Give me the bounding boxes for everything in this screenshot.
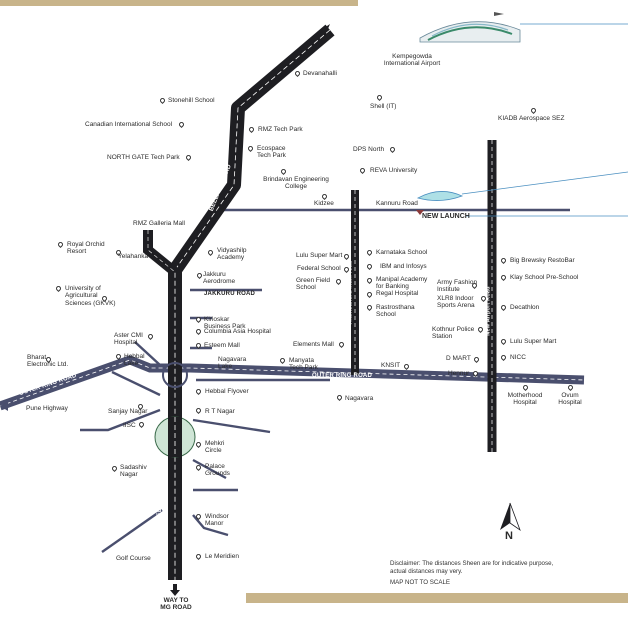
place-canadian: Canadian International School xyxy=(85,121,173,128)
place-nagavara-lake: Nagavara Lake xyxy=(218,356,247,371)
place-klay: Klay School Pre-School xyxy=(510,274,579,281)
place-green-field: Green Field School xyxy=(296,277,330,292)
place-dps-north: DPS North xyxy=(353,146,385,153)
place-iisc: IISC xyxy=(123,422,136,429)
place-airport: Kempegowda International Airport xyxy=(383,53,441,68)
place-stonehill: Stonehill School xyxy=(168,97,215,104)
new-launch-callout xyxy=(416,171,628,217)
bellary-road xyxy=(143,24,335,580)
place-xlr8: XLR8 Indoor Sports Arena xyxy=(437,295,475,310)
place-ibm: IBM and Infosys xyxy=(380,263,427,270)
place-elements: Elements Mall xyxy=(293,341,334,348)
place-regal: Regal Hospital xyxy=(376,290,419,297)
place-d-mart: D MART xyxy=(446,355,471,362)
place-rmz-tech-park: RMZ Tech Park xyxy=(258,126,303,133)
place-nagavara: Nagavara xyxy=(345,395,374,402)
place-kirloskar: Kirloskar Business Park xyxy=(204,316,246,331)
road-label-new-airport: New Airport Road xyxy=(485,286,492,336)
place-le-meridien: Le Meridien xyxy=(205,553,239,560)
place-karnataka-school: Karnataka School xyxy=(376,249,428,256)
place-motherhood: Motherhood Hospital xyxy=(507,392,543,407)
place-north-gate: NORTH GATE Tech Park xyxy=(107,154,180,161)
airport-illustration xyxy=(419,12,628,43)
place-esteem: Esteem Mall xyxy=(204,342,240,349)
place-federal: Federal School xyxy=(297,265,341,272)
place-ecospace: Ecospace Tech Park xyxy=(257,145,286,160)
compass-icon xyxy=(500,502,521,532)
scale-note: MAP NOT TO SCALE xyxy=(390,579,451,586)
road-label-jakkuru: JAKKURU ROAD xyxy=(204,291,256,297)
way-to-mg-road: WAY TO MG ROAD xyxy=(160,597,192,612)
place-lulu-2: Lulu Super Mart xyxy=(510,338,557,345)
mg-road-arrow xyxy=(170,584,180,596)
place-reva: REVA University xyxy=(370,167,418,174)
place-knsit: KNSIT xyxy=(381,362,401,369)
place-pune-highway: Pune Highway xyxy=(26,405,68,412)
new-launch-label: NEW LAUNCH xyxy=(422,213,470,220)
place-army-fashion: Army Fashion Institute xyxy=(437,279,478,294)
place-nicc: NICC xyxy=(510,354,526,361)
place-devanahalli: Devanahalli xyxy=(303,70,337,77)
place-sadashiv: Sadashiv Nagar xyxy=(120,464,147,479)
outer-ring-road xyxy=(0,355,585,411)
place-yelahanka: Yelahanka xyxy=(118,253,149,260)
place-golf: Golf Course xyxy=(116,555,151,562)
disclaimer-text: Disclaimer: The distances Sheen are for … xyxy=(390,560,554,576)
place-kiadb: KIADB Aerospace SEZ xyxy=(498,115,565,122)
top-gold-bar xyxy=(0,0,358,6)
place-big-brewsky: Big Brewsky RestoBar xyxy=(510,257,575,264)
hebbal-junction xyxy=(162,362,188,388)
place-palace: Palace Grounds xyxy=(205,463,230,478)
bottom-gold-bar xyxy=(246,593,628,603)
place-lulu-1: Lulu Super Mart xyxy=(296,252,343,259)
place-mekhri: Mehkri Circle xyxy=(205,440,225,455)
place-kothnur: Kothnur Police Station xyxy=(432,326,475,341)
place-kidzee: Kidzee xyxy=(314,200,334,207)
place-aster: Aster CMI Hospital xyxy=(114,332,143,347)
place-hebbal-flyover: Hebbal Flyover xyxy=(205,388,249,395)
place-hebbal-lake: Hebbal Lake xyxy=(124,353,145,368)
place-ovum: Ovum Hospital xyxy=(558,392,582,407)
road-label-outer-ring-right: OUTER RING ROAD xyxy=(312,373,372,379)
place-columbia: Columbia Asia Hospital xyxy=(204,328,271,335)
compass-label: N xyxy=(505,530,513,542)
place-windsor: Windsor Manor xyxy=(205,513,229,528)
place-manyata: Manyata Tech Park xyxy=(289,357,318,372)
place-rmz-galleria: RMZ Galleria Mall xyxy=(133,220,186,227)
place-bharat: Bharat Electronic Ltd. xyxy=(27,354,69,369)
place-rt-nagar: R T Nagar xyxy=(205,408,235,415)
place-decathlon: Decathlon xyxy=(510,304,540,311)
place-manipal: Manipal Academy for Banking xyxy=(376,276,428,291)
place-brindavan: Brindavan Engineering College xyxy=(263,176,329,191)
place-royal-orchid: Royal Orchid Resort xyxy=(67,241,105,256)
place-sanjay-nagar: Sanjay Nagar xyxy=(108,408,148,415)
road-label-bellary-bottom: BELLARY ROAD xyxy=(156,471,163,521)
place-jakkuru-aerodrome: Jakkuru Aerodrome xyxy=(203,271,236,286)
place-rastrosthana: Rastrosthana School xyxy=(376,304,415,319)
place-uas: University of Agricultural Sciences (GKV… xyxy=(65,285,116,307)
pune-arrow xyxy=(0,401,8,411)
road-label-kannuru: Kannuru Road xyxy=(376,200,418,207)
place-shell: Shell (IT) xyxy=(370,103,397,110)
place-hennur: Hennur xyxy=(448,370,470,377)
place-vidyashilp: Vidyashilp Academy xyxy=(217,247,247,262)
